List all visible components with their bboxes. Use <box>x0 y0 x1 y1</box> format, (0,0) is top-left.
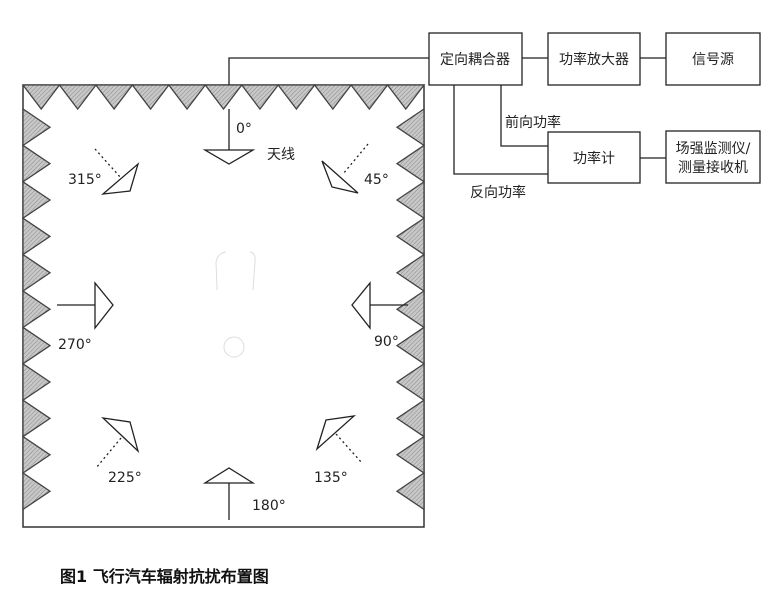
absorber-wedge <box>240 84 280 111</box>
angle-270-label: 270° <box>58 337 92 353</box>
absorber-wedge <box>22 398 52 438</box>
absorber-wedge <box>58 84 98 111</box>
angle-135-label: 135° <box>314 470 348 486</box>
antenna-180 <box>202 467 256 520</box>
absorber-wedge <box>395 435 425 475</box>
absorber-wedge <box>22 326 52 366</box>
absorber-wedge <box>276 84 316 111</box>
absorber-wedge <box>395 144 425 184</box>
absorber-wedge <box>22 289 52 329</box>
directional-coupler-box <box>428 32 523 86</box>
coupler-label: 定向耦合器 <box>440 52 510 68</box>
antenna-225 <box>95 417 140 469</box>
absorber-wedge <box>395 398 425 438</box>
absorber-wedge <box>203 84 244 111</box>
absorber-wedge <box>386 84 426 111</box>
antenna-45 <box>321 143 369 194</box>
absorber-wedge <box>22 435 52 475</box>
absorber-wedge <box>395 471 425 511</box>
angle-180-label: 180° <box>252 498 286 514</box>
absorber-wedge <box>395 362 425 402</box>
absorber-wedge <box>22 216 52 256</box>
angle-225-label: 225° <box>108 470 142 486</box>
absorber-wedges <box>21 84 426 511</box>
absorber-wedge <box>22 362 52 402</box>
absorber-wedge <box>94 84 134 111</box>
antenna-270 <box>57 281 114 330</box>
absorber-wedge <box>395 326 425 366</box>
absorber-wedge <box>395 180 425 220</box>
angle-315-label: 315° <box>68 172 102 188</box>
field-monitor-box <box>665 130 761 184</box>
reverse-power-label: 反向功率 <box>470 184 526 201</box>
antenna-315 <box>94 148 140 195</box>
angle-0-label: 0° <box>236 121 252 137</box>
antenna-0 <box>202 109 256 165</box>
power-meter-label: 功率计 <box>573 150 615 167</box>
power-amplifier-box <box>547 32 641 86</box>
absorber-wedge <box>395 107 425 147</box>
monitor-label-2: 测量接收机 <box>678 159 748 176</box>
antenna-90 <box>351 281 408 330</box>
absorber-wedge <box>313 84 353 111</box>
absorber-wedge <box>395 289 425 329</box>
absorber-wedge <box>349 84 389 111</box>
power-meter-box <box>547 131 641 184</box>
absorber-wedge <box>22 180 52 220</box>
antenna-135 <box>315 415 363 464</box>
angle-90-label: 90° <box>374 334 399 350</box>
signal-source-box <box>665 32 761 86</box>
absorber-wedge <box>131 84 171 111</box>
absorber-wedge <box>395 253 425 293</box>
angle-45-label: 45° <box>364 172 389 188</box>
absorber-wedge <box>21 84 61 111</box>
absorber-wedge <box>167 84 207 111</box>
vehicle-outline <box>215 251 256 358</box>
absorber-wedge <box>22 253 52 293</box>
antenna-label: 天线 <box>267 147 295 163</box>
absorber-wedge <box>395 216 425 256</box>
absorber-wedge <box>22 107 52 147</box>
absorber-wedge <box>22 471 52 511</box>
forward-power-label: 前向功率 <box>505 114 561 131</box>
amplifier-label: 功率放大器 <box>559 51 629 68</box>
monitor-label-1: 场强监测仪/ <box>676 141 751 157</box>
cables <box>228 57 666 175</box>
signal-source-label: 信号源 <box>692 52 734 68</box>
absorber-wedge <box>22 144 52 184</box>
figure-caption: 图1 飞行汽车辐射抗扰布置图 <box>60 567 269 586</box>
